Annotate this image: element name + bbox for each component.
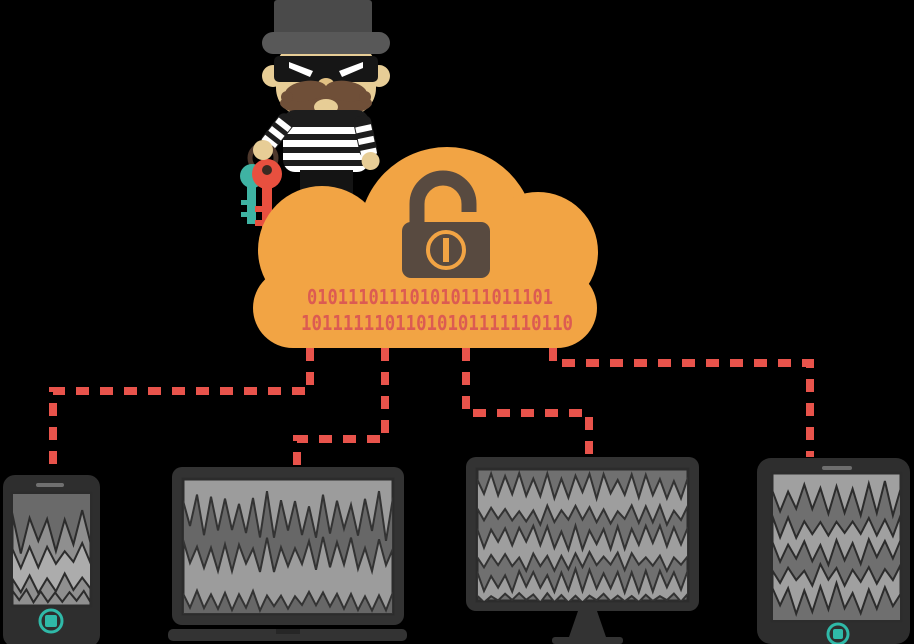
right-hand <box>361 151 380 170</box>
top-hat-icon <box>262 0 390 54</box>
screen-static-band <box>772 536 901 589</box>
binary-line-1: 010111011101010111011101 <box>307 285 553 309</box>
connection-line-tablet <box>549 348 814 457</box>
padlock-shackle <box>409 170 477 226</box>
laptop <box>168 467 407 641</box>
left-eye <box>289 62 313 77</box>
connection-line-monitor <box>462 348 593 457</box>
screen-static-band <box>477 522 688 574</box>
striped-shirt <box>283 110 369 172</box>
right-arm <box>353 115 380 170</box>
screen-static-band <box>183 490 393 576</box>
connection-lines <box>49 348 814 471</box>
laptop-base <box>168 629 407 641</box>
right-eye <box>339 62 363 77</box>
laptop-hinge-notch <box>276 629 300 634</box>
left-hand <box>253 140 273 160</box>
burglar-mask <box>274 56 378 82</box>
desktop-monitor <box>466 457 699 644</box>
monitor-stand-base <box>552 637 623 644</box>
monitor-stand <box>569 611 606 637</box>
connection-line-smartphone <box>49 348 314 471</box>
binary-line-2: 10111111011010101111110110 <box>301 311 573 335</box>
binary-code: 010111011101010111011101 101111110110101… <box>301 285 573 335</box>
stolen-keys <box>240 140 282 230</box>
screen-static-band <box>183 587 393 614</box>
screen-static-wave <box>12 587 91 605</box>
open-padlock-icon <box>402 170 490 278</box>
left-arm <box>261 113 295 151</box>
tablet <box>757 458 910 644</box>
screen-static-band <box>477 565 688 601</box>
padlock-keyhole <box>426 230 466 270</box>
screen-static-band <box>772 479 901 541</box>
screen-static-band <box>12 493 91 555</box>
smartphone-home-button <box>38 608 64 634</box>
smartphone-speaker <box>36 483 64 487</box>
tablet-speaker <box>822 466 852 470</box>
screen-static-band <box>772 579 901 621</box>
key-hole <box>262 165 272 175</box>
mustache <box>281 80 371 103</box>
screen-static-band <box>12 540 91 596</box>
hacker-character <box>261 0 390 198</box>
screen-static-band <box>477 469 688 528</box>
tablet-home-button <box>826 622 850 644</box>
smartphone <box>3 475 100 644</box>
connection-line-laptop <box>293 348 389 467</box>
